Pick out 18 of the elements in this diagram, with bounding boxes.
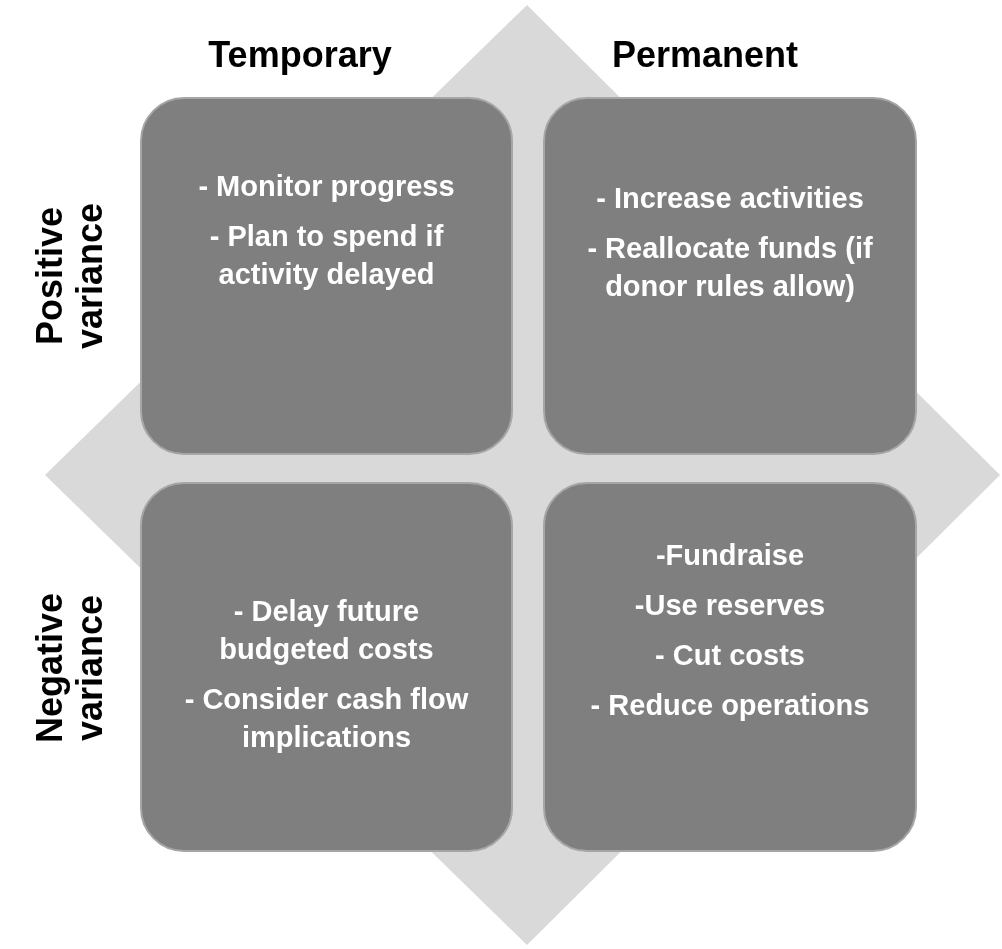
row-heading: Positive variance xyxy=(30,201,110,352)
action-text: -Fundraise xyxy=(655,538,805,573)
column-heading: Temporary xyxy=(207,35,393,75)
action-text: - Reallocate funds (if donor rules allow) xyxy=(586,231,874,304)
action-text: - Cut costs xyxy=(655,638,805,673)
action-text: -Use reserves xyxy=(634,588,826,623)
action-text: - Delay future budgeted costs xyxy=(218,594,435,667)
action-text: - Increase activities xyxy=(596,181,864,216)
quadrant-box xyxy=(140,482,513,852)
column-heading: Permanent xyxy=(610,35,800,75)
row-heading: Negative variance xyxy=(30,591,110,746)
quadrant-box xyxy=(543,97,917,455)
action-text: - Plan to spend if activity delayed xyxy=(208,219,445,292)
action-text: - Consider cash flow implications xyxy=(183,682,470,755)
action-text: - Monitor progress xyxy=(198,169,455,204)
quadrant-box xyxy=(543,482,917,852)
quadrant-box xyxy=(140,97,513,455)
action-text: - Reduce operations xyxy=(590,688,870,723)
